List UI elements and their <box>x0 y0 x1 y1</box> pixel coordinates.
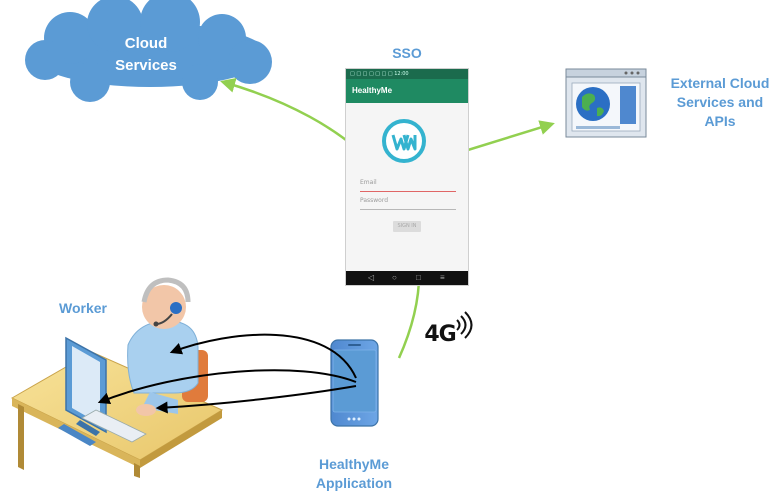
nav-back-icon[interactable]: ◁ <box>368 273 375 282</box>
app-label-line-2: Application <box>315 475 393 491</box>
external-label-line-1: External Cloud <box>670 75 770 91</box>
cloud-label-line-1: Cloud <box>124 35 168 52</box>
status-bar: □ □ □ □ □ □ □ 12:00 <box>346 69 468 79</box>
arrow-app-to-monitor <box>97 369 357 405</box>
nav-home-icon[interactable]: ○ <box>392 273 397 282</box>
external-label-line-3: APIs <box>704 113 736 129</box>
nav-recent-icon[interactable]: □ <box>416 273 421 282</box>
sso-label: SSO <box>392 45 422 61</box>
cloud-services-label: Cloud Services <box>86 33 206 77</box>
cloud-services-icon <box>25 0 272 102</box>
password-field[interactable]: Password <box>360 197 456 210</box>
sso-login-screen: □ □ □ □ □ □ □ 12:00 HealthyMe Email Pass… <box>345 68 469 286</box>
worker-person-icon <box>127 277 208 416</box>
app-label-line-1: HealthyMe <box>318 456 390 472</box>
cloud-label-line-2: Services <box>115 57 177 74</box>
mobile-phone-icon <box>330 339 379 427</box>
android-nav-bar: ◁ ○ □ ≡ <box>346 271 468 285</box>
signal-waves-icon <box>456 311 473 339</box>
app-bar-title: HealthyMe <box>346 79 468 103</box>
sign-in-button[interactable]: SIGN IN <box>393 221 421 232</box>
network-4g-label: 4G <box>424 322 456 347</box>
external-services-label: External Cloud Services and APIs <box>660 74 776 131</box>
computer-monitor-icon <box>58 336 147 446</box>
healthyme-logo-icon <box>382 119 426 163</box>
external-label-line-2: Services and <box>676 94 764 110</box>
nav-menu-icon[interactable]: ≡ <box>440 273 445 282</box>
email-field[interactable]: Email <box>360 179 456 192</box>
arrow-app-to-worker-head <box>169 333 357 379</box>
arrow-app-to-keyboard <box>155 385 357 414</box>
browser-window-icon <box>565 68 647 138</box>
worker-label: Worker <box>59 300 107 316</box>
healthyme-app-label: HealthyMe Application <box>294 455 414 493</box>
